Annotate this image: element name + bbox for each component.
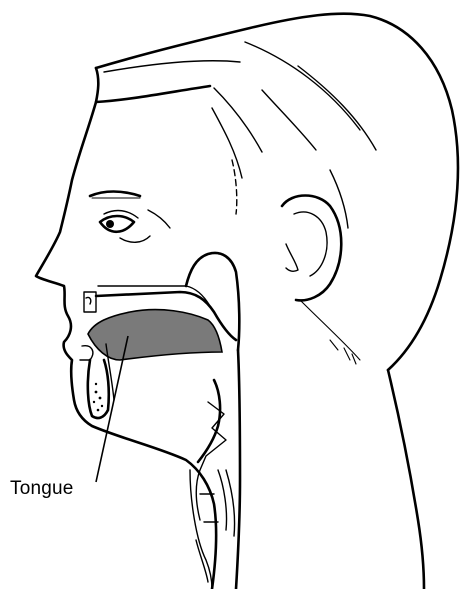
hair-strand [232,160,237,214]
hair-strand [212,108,242,178]
hair-strand [104,61,240,72]
ear-inner [294,212,327,276]
temple-line [148,210,170,228]
hair-strand [262,90,316,150]
lower-incisor [80,346,93,360]
eye [100,216,134,232]
ear-canal [286,244,298,271]
jaw-bone-texture [93,383,103,412]
pupil [106,220,114,228]
larynx [196,402,226,520]
hairline-front [96,68,210,102]
neck-back [388,370,424,589]
hair-strand [330,170,348,228]
under-eye-line [120,236,150,242]
tongue-label: Tongue [10,478,74,500]
vocal-cords [218,470,235,536]
pharynx-wall [236,350,240,589]
epiglottis [198,380,220,462]
hair-strand [214,88,262,152]
neck-shadow [300,300,360,360]
eyebrow [90,192,140,197]
upper-teeth-box [84,292,96,312]
tongue-shape [88,310,222,360]
ear [282,196,341,301]
hair-strand [245,42,360,130]
upper-tooth [86,297,91,304]
